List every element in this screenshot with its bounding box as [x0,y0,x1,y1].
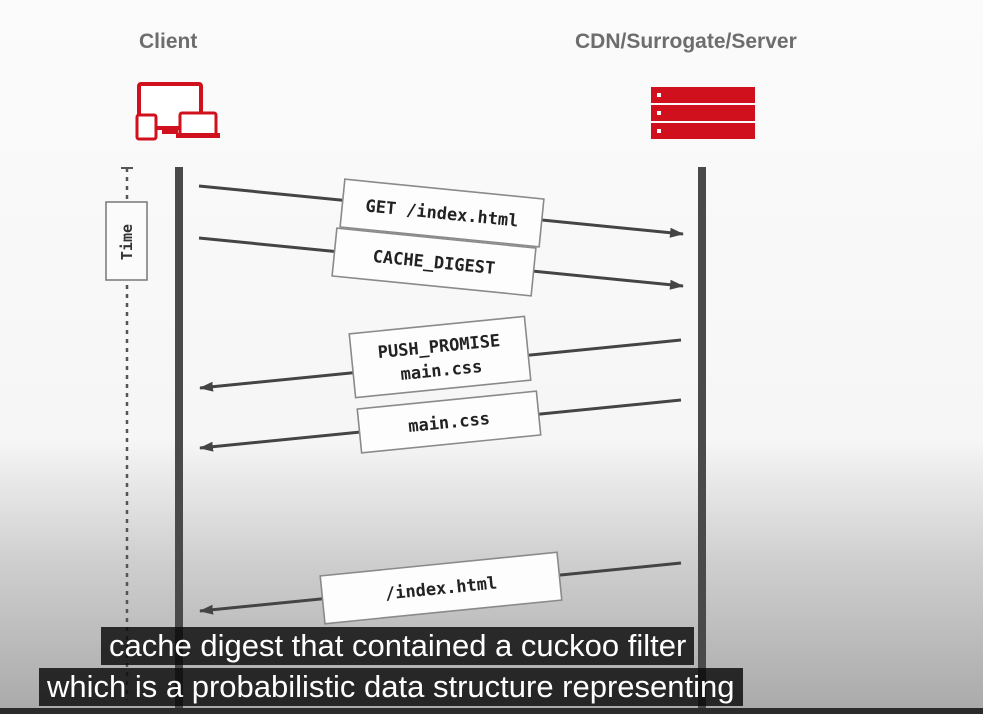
caption-line-1: cache digest that contained a cuckoo fil… [101,627,695,665]
time-axis: Time [105,167,148,700]
message-label-main-css: main.css [356,390,542,454]
message-label-index-html: /index.html [319,551,563,625]
message-label-push-promise: PUSH_PROMISE main.css [348,315,532,399]
client-actor-label: Client [139,30,198,53]
server-rack-icon [651,87,755,139]
server-actor-label: CDN/Surrogate/Server [575,30,797,53]
devices-icon [135,82,220,141]
time-label: Time [118,224,136,260]
player-progress-bar[interactable] [0,708,983,714]
message-label-get-index: GET /index.html [339,178,545,248]
message-label-cache-digest: CACHE_DIGEST [331,227,537,297]
caption-line-2: which is a probabilistic data structure … [39,668,743,706]
